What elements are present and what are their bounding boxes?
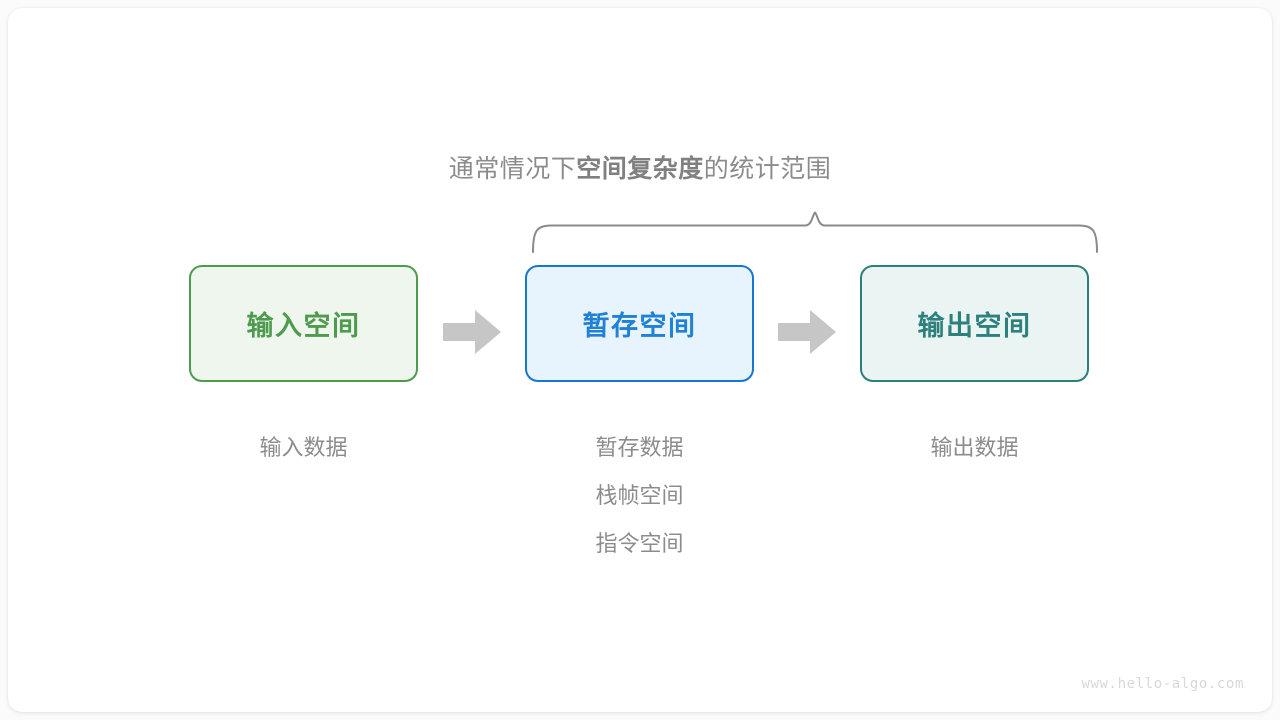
sublabel-item: 输入数据 (259, 435, 348, 460)
watermark: www.hello-algo.com (1081, 676, 1244, 692)
diagram-canvas: 通常情况下空间复杂度的统计范围 输入空间 暂存空间 输出空间 输入数据 暂存数据… (8, 8, 1272, 712)
box-input-space-label: 输入空间 (246, 311, 361, 341)
sublabel-item: 暂存数据 (595, 435, 684, 460)
caption-emphasis: 空间复杂度 (576, 155, 704, 183)
box-temp-space-label: 暂存空间 (582, 311, 697, 341)
box-input-space: 输入空间 (189, 265, 418, 382)
caption-prefix: 通常情况下 (448, 155, 577, 183)
sublabel-item: 指令空间 (595, 531, 684, 556)
box-temp-space: 暂存空间 (525, 265, 754, 382)
curly-brace (524, 206, 1106, 258)
sublabels-temp-space: 暂存数据 栈帧空间 指令空间 (525, 424, 754, 568)
arrow-right-icon (443, 308, 501, 356)
sublabel-item: 输出数据 (930, 435, 1019, 460)
brace-caption: 通常情况下空间复杂度的统计范围 (8, 149, 1272, 185)
caption-suffix: 的统计范围 (703, 155, 832, 183)
box-output-space: 输出空间 (860, 265, 1089, 382)
arrow-right-icon (778, 308, 836, 356)
sublabels-input-space: 输入数据 (189, 424, 418, 472)
sublabel-item: 栈帧空间 (595, 483, 684, 508)
box-output-space-label: 输出空间 (917, 311, 1032, 341)
sublabels-output-space: 输出数据 (860, 424, 1089, 472)
